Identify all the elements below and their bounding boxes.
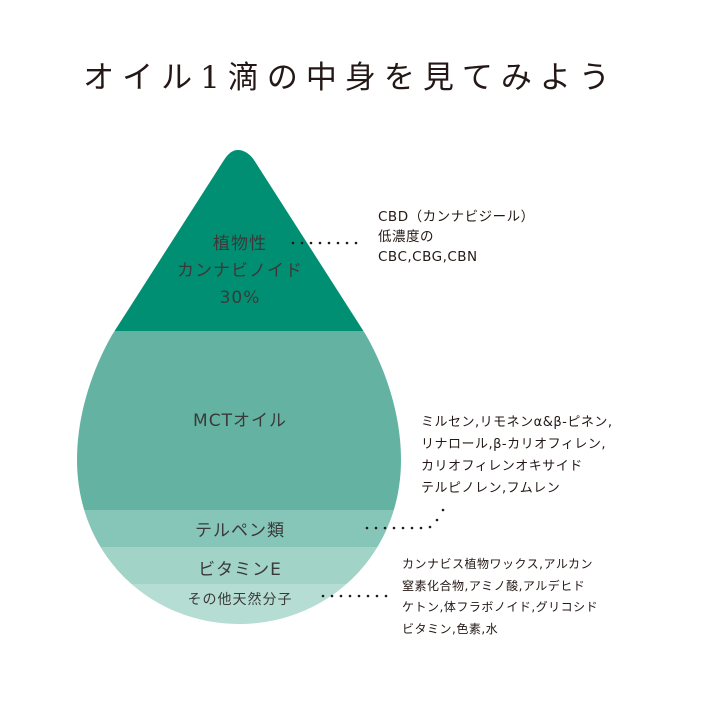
label-cannabinoid: 植物性 カンナビノイド 30% [160, 231, 320, 312]
note-terpene: ミルセン,リモネンα&β-ピネン, リナロール,β-カリオフィレン, カリオフィ… [421, 412, 612, 500]
label-line: MCTオイル [193, 411, 287, 431]
leader-cannabinoid [291, 241, 358, 245]
note-other: カンナビス植物ワックス,アルカン 窒素化合物,アミノ酸,アルデヒド ケトン,体フ… [402, 554, 598, 640]
label-line: カンナビノイド [177, 261, 303, 281]
layer-vitamin-e [77, 547, 401, 584]
note-line: 低濃度の [378, 229, 434, 245]
page-title: オイル1滴の中身を見てみよう [83, 60, 618, 96]
note-line: 窒素化合物,アミノ酸,アルデヒド [402, 578, 586, 593]
label-line: 30% [219, 288, 261, 308]
leader-terpene [365, 508, 445, 530]
note-line: CBD（カンナビジール） [378, 209, 535, 225]
note-line: カリオフィレンオキサイド [421, 459, 583, 474]
label-vitamin-e: ビタミンE [160, 555, 320, 580]
note-line: ケトン,体フラボノイド,グリコシド [402, 600, 599, 614]
layer-mct [77, 331, 401, 510]
layer-terpene [77, 510, 401, 547]
note-cannabinoid: CBD（カンナビジール） 低濃度の CBC,CBG,CBN [378, 207, 535, 267]
label-terpene: テルペン類 [160, 516, 320, 541]
note-line: CBC,CBG,CBN [378, 249, 478, 265]
label-other: その他天然分子 [160, 589, 320, 609]
note-line: カンナビス植物ワックス,アルカン [402, 557, 593, 571]
leader-other [321, 594, 388, 598]
label-line: その他天然分子 [187, 592, 293, 608]
label-line: ビタミンE [198, 560, 282, 580]
note-line: ビタミン,色素,水 [402, 621, 499, 636]
note-line: ミルセン,リモネンα&β-ピネン, [421, 415, 613, 430]
note-line: テルピノレン,フムレン [421, 481, 561, 496]
label-mct: MCTオイル [160, 406, 320, 431]
label-line: 植物性 [213, 234, 267, 254]
note-line: リナロール,β-カリオフィレン, [421, 437, 606, 452]
label-line: テルペン類 [195, 521, 285, 541]
